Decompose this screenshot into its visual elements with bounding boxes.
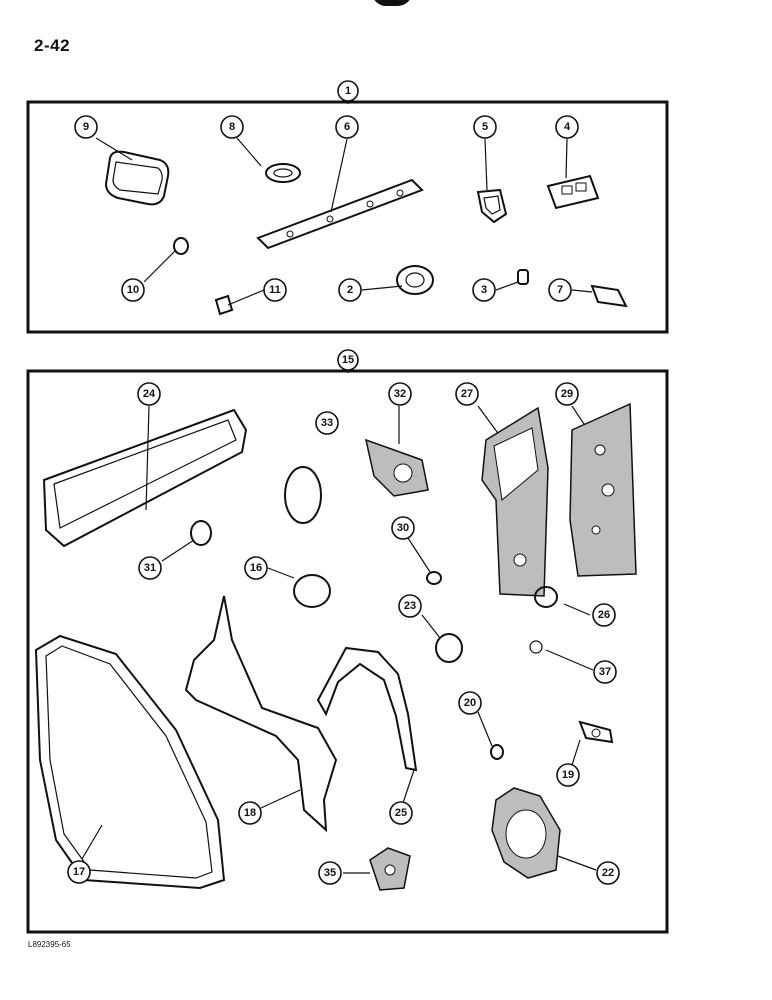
svg-text:16: 16 [250, 562, 262, 574]
part-3-plug [517, 269, 529, 285]
callout-33: 33 [315, 411, 339, 435]
part-20-ring [490, 744, 504, 760]
callout-3: 3 [472, 278, 496, 302]
svg-text:5: 5 [482, 121, 488, 133]
svg-text:26: 26 [598, 609, 610, 621]
callout-23: 23 [398, 594, 422, 618]
svg-text:25: 25 [395, 807, 407, 819]
callout-5: 5 [473, 115, 497, 139]
svg-text:9: 9 [83, 121, 89, 133]
part-17-gasket [34, 634, 226, 890]
callout-11: 11 [263, 278, 287, 302]
callout-18: 18 [238, 801, 262, 825]
part-11-clip [214, 294, 234, 316]
svg-text:8: 8 [229, 121, 235, 133]
part-35-gasket [369, 847, 411, 891]
svg-text:18: 18 [244, 807, 256, 819]
part-33-ring [284, 466, 322, 524]
svg-text:2: 2 [347, 284, 353, 296]
part-5-gasket [476, 188, 508, 224]
callout-1-label: 1 [345, 85, 351, 97]
figure-code: L892395-65 [28, 940, 71, 949]
svg-text:32: 32 [394, 388, 406, 400]
svg-text:19: 19 [562, 769, 574, 781]
part-29-gasket [569, 402, 637, 577]
svg-text:31: 31 [144, 562, 156, 574]
leader-lines [81, 100, 597, 874]
part-31-ring [190, 520, 212, 546]
callout-1: 1 [337, 80, 359, 102]
part-2-seal [396, 265, 434, 295]
svg-text:23: 23 [404, 600, 416, 612]
callout-2: 2 [338, 278, 362, 302]
part-19-gasket [578, 720, 614, 744]
part-32-gasket [364, 438, 429, 497]
callout-4: 4 [555, 115, 579, 139]
page-number: 2-42 [34, 36, 71, 55]
svg-text:33: 33 [321, 417, 333, 429]
part-7-gasket [590, 284, 628, 308]
part-24-gasket [42, 408, 248, 548]
svg-text:11: 11 [269, 284, 281, 296]
callout-8: 8 [220, 115, 244, 139]
part-6-gasket [256, 178, 424, 250]
svg-text:24: 24 [143, 388, 156, 400]
svg-text:17: 17 [73, 866, 85, 878]
part-9-seal [104, 150, 170, 206]
part-22-gasket [491, 787, 561, 879]
part-18-gasket [184, 595, 338, 833]
part-23-ring [435, 633, 463, 663]
part-37-ring [529, 640, 543, 654]
callout-26: 26 [592, 603, 616, 627]
callout-29: 29 [555, 382, 579, 406]
callout-6: 6 [335, 115, 359, 139]
callout-17: 17 [67, 860, 91, 884]
callout-10: 10 [121, 278, 145, 302]
svg-text:3: 3 [481, 284, 487, 296]
svg-text:22: 22 [602, 867, 614, 879]
part-30-washer [426, 571, 442, 585]
part-26-ring [534, 586, 558, 608]
svg-text:30: 30 [397, 522, 409, 534]
callout-35: 35 [318, 861, 342, 885]
callout-32: 32 [388, 382, 412, 406]
callout-16: 16 [244, 556, 268, 580]
callout-37: 37 [593, 660, 617, 684]
part-4-gasket [546, 174, 600, 210]
callout-30: 30 [391, 516, 415, 540]
svg-text:20: 20 [464, 697, 476, 709]
svg-text:29: 29 [561, 388, 573, 400]
callout-9: 9 [74, 115, 98, 139]
callout-31: 31 [138, 556, 162, 580]
part-16-ring [293, 574, 331, 608]
svg-text:10: 10 [127, 284, 139, 296]
svg-text:7: 7 [557, 284, 563, 296]
header-fragment [372, 0, 412, 6]
callout-24: 24 [137, 382, 161, 406]
callout-22: 22 [596, 861, 620, 885]
part-25-gasket [316, 646, 418, 772]
callout-20: 20 [458, 691, 482, 715]
callout-19: 19 [556, 763, 580, 787]
callout-15-label: 15 [342, 354, 354, 366]
callout-15: 15 [337, 349, 359, 371]
part-10-ring [173, 237, 189, 255]
svg-text:6: 6 [344, 121, 350, 133]
callout-7: 7 [548, 278, 572, 302]
svg-text:4: 4 [564, 121, 571, 133]
callout-27: 27 [455, 382, 479, 406]
callout-25: 25 [389, 801, 413, 825]
svg-text:27: 27 [461, 388, 473, 400]
svg-text:37: 37 [599, 666, 611, 678]
svg-text:35: 35 [324, 867, 336, 879]
part-27-gasket [481, 406, 549, 597]
part-8-seal [265, 163, 301, 183]
